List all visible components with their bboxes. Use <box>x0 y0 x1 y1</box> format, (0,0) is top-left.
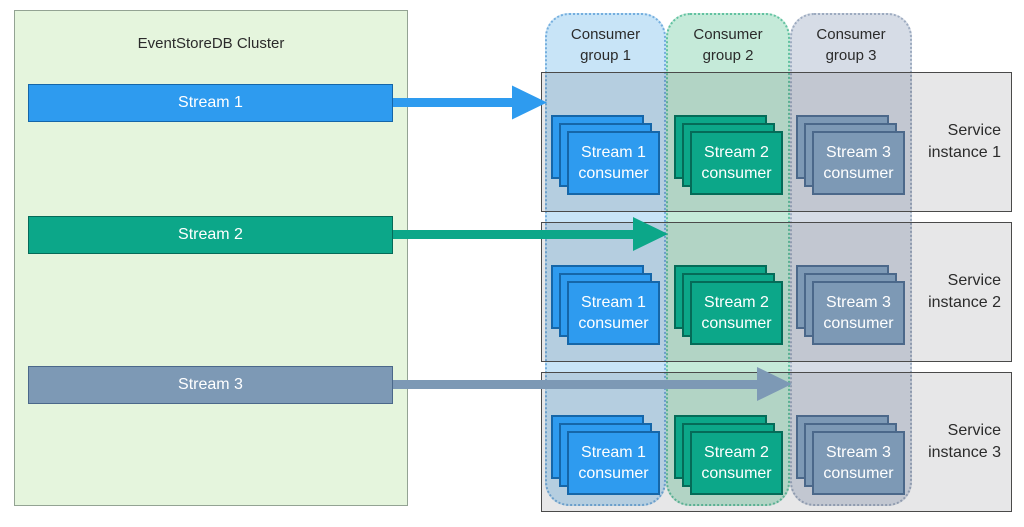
consumer-group-2-header: Consumer group 2 <box>693 26 763 64</box>
stream-1-consumer-stack-instance-3: Stream 1 consumer <box>551 415 660 495</box>
service-instance-1-label: Service instance 1 <box>928 122 1001 161</box>
stream-3-bar: Stream 3 <box>28 366 393 404</box>
stream-3-consumer-stack-instance-2: Stream 3 consumer <box>796 265 905 345</box>
stream-2-consumer-stack-instance-1: Stream 2 consumer <box>674 115 783 195</box>
cluster-title: EventStoreDB Cluster <box>137 35 285 52</box>
stream-1-consumer-stack-instance-2: Stream 1 consumer <box>551 265 660 345</box>
card-front: Stream 3 consumer <box>812 431 905 495</box>
stream-2-bar: Stream 2 <box>28 216 393 254</box>
eventstoredb-cluster-box: EventStoreDB Cluster Stream 1 Stream 2 S… <box>14 10 408 506</box>
stream-3-consumer-stack-instance-3: Stream 3 consumer <box>796 415 905 495</box>
stream-1-consumer-stack-instance-1: Stream 1 consumer <box>551 115 660 195</box>
stream-2-consumer-stack-instance-2: Stream 2 consumer <box>674 265 783 345</box>
stream-3-label: Stream 3 <box>178 376 243 393</box>
card-front: Stream 3 consumer <box>812 281 905 345</box>
consumer-group-3-header: Consumer group 3 <box>816 26 886 64</box>
stream-3-consumer-stack-instance-1: Stream 3 consumer <box>796 115 905 195</box>
stream-2-consumer-stack-instance-3: Stream 2 consumer <box>674 415 783 495</box>
stream-1-bar: Stream 1 <box>28 84 393 122</box>
card-front: Stream 1 consumer <box>567 431 660 495</box>
consumer-group-1-header: Consumer group 1 <box>570 26 641 64</box>
service-instance-3-label: Service instance 3 <box>928 422 1001 461</box>
card-front: Stream 2 consumer <box>690 281 783 345</box>
card-front: Stream 2 consumer <box>690 431 783 495</box>
card-front: Stream 1 consumer <box>567 131 660 195</box>
stream-1-arrow <box>393 85 547 120</box>
service-instance-2-label: Service instance 2 <box>928 272 1001 311</box>
card-front: Stream 1 consumer <box>567 281 660 345</box>
card-front: Stream 2 consumer <box>690 131 783 195</box>
stream-2-label: Stream 2 <box>178 226 243 243</box>
stream-1-label: Stream 1 <box>178 94 243 111</box>
card-front: Stream 3 consumer <box>812 131 905 195</box>
